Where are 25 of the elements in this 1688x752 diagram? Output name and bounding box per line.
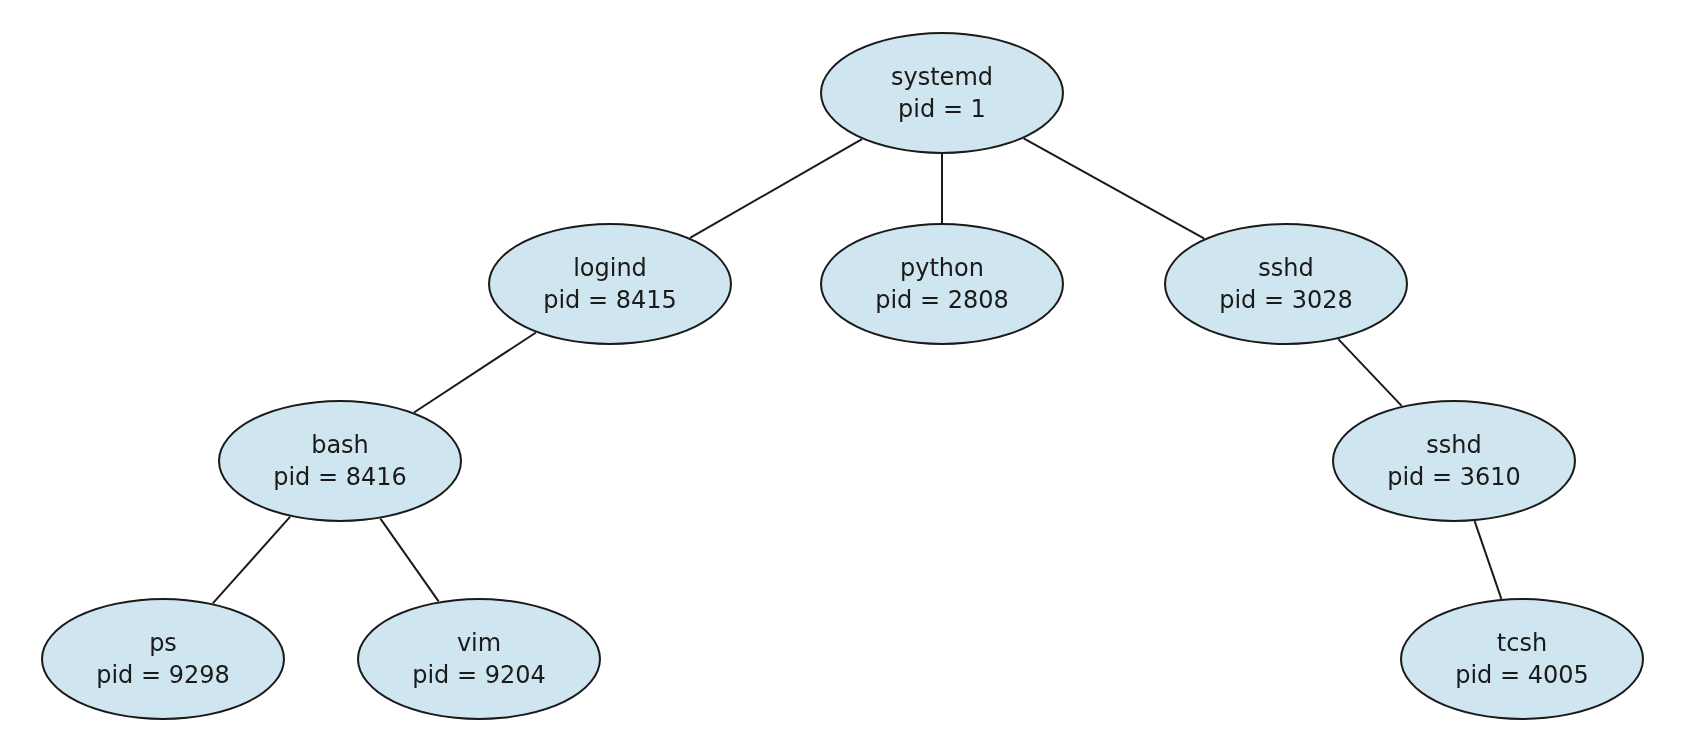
process-name: ps [149,628,177,659]
connector-line [1022,137,1206,240]
connector-line [941,153,943,224]
process-name: sshd [1426,430,1482,461]
process-name: tcsh [1496,628,1548,659]
process-id-label: pid = 8415 [543,285,677,316]
process-id-label: pid = 2808 [875,285,1009,316]
process-id-label: pid = 3028 [1219,285,1353,316]
process-name: bash [311,430,369,461]
process-name: vim [456,628,502,659]
process-id-label: pid = 9204 [412,660,546,691]
process-name: python [900,253,984,284]
connector-line [1337,338,1403,407]
process-name: logind [573,253,647,284]
process-name: systemd [891,62,993,93]
connector-line [211,515,292,605]
process-name: sshd [1258,253,1314,284]
connector-line [413,331,537,414]
connector-line [1473,520,1503,600]
process-id-label: pid = 8416 [273,462,407,493]
process-id-label: pid = 4005 [1455,660,1589,691]
process-id-label: pid = 9298 [96,660,230,691]
connector-line [689,138,863,239]
process-id-label: pid = 1 [898,94,986,125]
process-id-label: pid = 3610 [1387,462,1521,493]
